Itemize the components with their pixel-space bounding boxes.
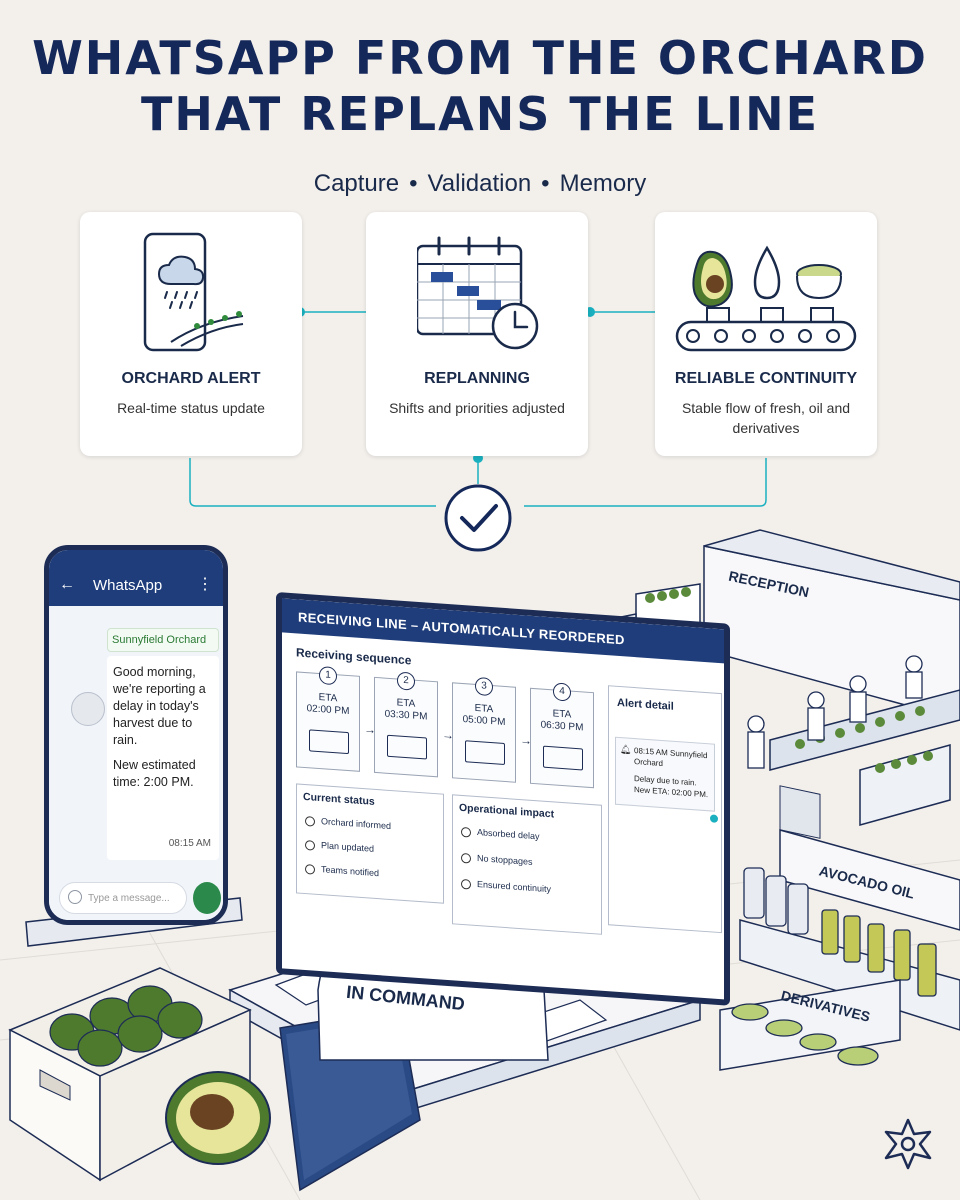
step-number: 1 (319, 666, 337, 686)
card-reliable-continuity: RELIABLE CONTINUITY Stable flow of fresh… (655, 212, 877, 456)
mic-button[interactable] (193, 882, 221, 914)
subtitle-validation: Validation (427, 170, 532, 197)
avocado-oil-section (739, 829, 960, 1031)
monitor-screen: RECEIVING LINE – AUTOMATICALLY REORDERED… (276, 592, 730, 1006)
subtitle-separator: • (409, 170, 418, 197)
card-description: Stable flow of fresh, oil and derivative… (681, 400, 851, 436)
status-item: Orchard informed (305, 815, 391, 832)
emoji-icon[interactable] (68, 890, 82, 904)
check-circle-icon (305, 815, 315, 827)
card-title: REPLANNING (424, 370, 530, 387)
subtitle-separator: • (541, 170, 550, 197)
derivatives-section (719, 979, 901, 1071)
menu-icon[interactable]: ⋮ (197, 576, 213, 593)
avocado-oil-guacamole-conveyor-icon (675, 245, 857, 352)
card-title: RELIABLE CONTINUITY (674, 370, 858, 387)
card-replanning: REPLANNING Shifts and priorities adjuste… (366, 212, 588, 456)
logo-icon (884, 1118, 932, 1170)
connector-line (189, 458, 436, 507)
message-input[interactable]: Type a message... (59, 882, 187, 914)
message-text: Good morning, we're reporting a delay in… (113, 665, 206, 747)
unread-indicator (710, 814, 718, 823)
avocado-half-icon (165, 1071, 271, 1165)
status-title: Current status (303, 790, 375, 808)
chat-area: Sunnyfield Orchard Good morning, we're r… (49, 606, 223, 920)
reception-building (703, 529, 960, 839)
alert-detail-panel: Alert detail 🔔︎ 08:15 AM Sunnyfield Orch… (608, 685, 722, 934)
alert-title: Alert detail (617, 696, 674, 713)
bar-chart-icon (461, 852, 471, 864)
status-item: Plan updated (305, 839, 374, 854)
back-arrow-icon[interactable]: ← (59, 576, 75, 593)
avatar (71, 692, 105, 726)
connector-line (524, 458, 767, 507)
subtitle: Capture • Validation • Memory (0, 170, 960, 198)
card-description: Real-time status update (117, 400, 265, 416)
subtitle-capture: Capture (313, 170, 400, 197)
truck-icon (387, 734, 427, 760)
page-title: WHATSAPP FROM THE ORCHARD THAT REPLANS T… (0, 30, 960, 142)
operational-impact-panel: Operational impact Absorbed delay No sto… (452, 794, 602, 935)
title-line-2: THAT REPLANS THE LINE (140, 87, 820, 141)
impact-item: Absorbed delay (461, 826, 540, 842)
title-line-1: WHATSAPP FROM THE ORCHARD (32, 31, 928, 85)
phone-rain-icon (143, 232, 244, 352)
input-placeholder: Type a message... (88, 893, 170, 904)
app-name: WhatsApp (93, 577, 163, 594)
step-number: 3 (475, 676, 493, 697)
truck-icon (543, 745, 583, 771)
checkmark-icon (444, 484, 512, 552)
card-orchard-alert: ORCHARD ALERT Real-time status update (80, 212, 302, 456)
card-description: Shifts and priorities adjusted (389, 400, 565, 416)
check-circle-icon (305, 839, 315, 851)
shield-icon (461, 878, 471, 890)
subtitle-memory: Memory (559, 170, 647, 197)
card-title: ORCHARD ALERT (121, 370, 261, 387)
truck-icon (465, 740, 505, 766)
step-number: 4 (553, 682, 571, 702)
impact-item: No stoppages (461, 852, 533, 868)
message-bubble: Good morning, we're reporting a delay in… (107, 656, 219, 860)
alert-card[interactable]: 🔔︎ 08:15 AM Sunnyfield Orchard Delay due… (615, 736, 718, 823)
status-item: Teams notified (305, 863, 379, 879)
step-number: 2 (397, 671, 415, 691)
message-text: New estimated time: 2:00 PM. (113, 758, 196, 789)
bell-icon: 🔔︎ (620, 744, 632, 755)
impact-title: Operational impact (459, 801, 555, 821)
sender-name: Sunnyfield Orchard (107, 628, 219, 652)
alert-time: 08:15 AM (634, 746, 668, 758)
current-status-panel: Current status Orchard informed Plan upd… (296, 783, 444, 904)
message-time: 08:15 AM (168, 838, 211, 849)
truck-icon (309, 729, 349, 755)
whatsapp-header: ← WhatsApp ⋮ (49, 550, 223, 606)
calendar-clock-icon (417, 236, 539, 350)
sequence-label: Receiving sequence (296, 645, 412, 668)
clock-icon (461, 826, 471, 838)
phone: ← WhatsApp ⋮ Sunnyfield Orchard Good mor… (44, 545, 228, 925)
conveyor-line (747, 655, 960, 826)
impact-item: Ensured continuity (461, 878, 551, 895)
check-circle-icon (305, 863, 315, 875)
